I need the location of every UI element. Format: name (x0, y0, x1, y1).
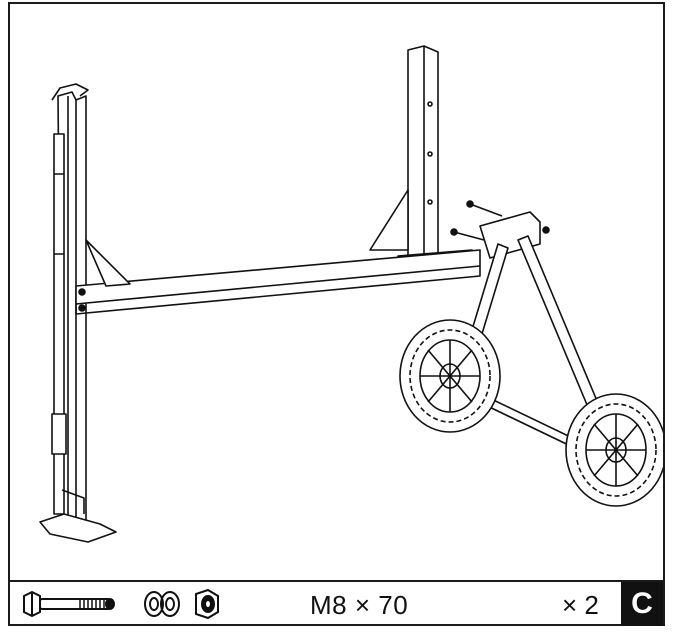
wheel-right (565, 393, 663, 507)
nut-icon (195, 588, 219, 620)
hardware-footer: M8 × 70 × 2 C (10, 580, 663, 626)
fastener-spec: M8 × 70 (310, 590, 409, 620)
left-post (39, 83, 117, 543)
washer-icon (144, 591, 180, 617)
assembly-figure: M8 × 70 × 2 C (8, 2, 665, 626)
bolt-icon (23, 590, 115, 618)
assembly-drawing (39, 45, 663, 543)
cross-beam (75, 239, 481, 315)
step-badge: C (621, 582, 663, 626)
right-post (369, 45, 473, 271)
wheel-left (399, 319, 501, 433)
fastener-quantity: × 2 (562, 590, 599, 620)
